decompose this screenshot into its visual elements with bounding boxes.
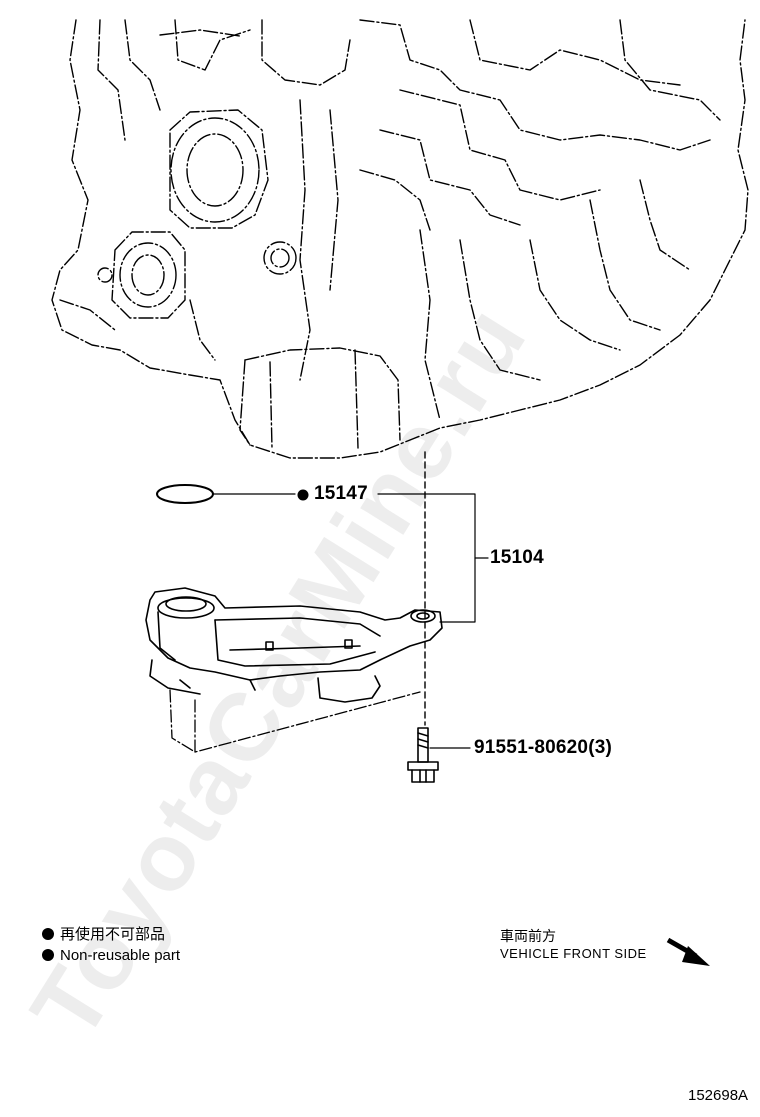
part-number-oring: 15147 bbox=[314, 483, 368, 504]
front-side-jp: 車両前方 bbox=[500, 928, 556, 944]
front-side-en: VEHICLE FRONT SIDE bbox=[500, 946, 647, 961]
legend-dot-icon bbox=[42, 928, 54, 940]
bolt bbox=[407, 727, 439, 783]
oil-strainer bbox=[145, 587, 443, 703]
part-number-strainer: 15104 bbox=[490, 547, 544, 568]
legend-en-text: Non-reusable part bbox=[60, 947, 181, 964]
illustration-code: 152698A bbox=[688, 1087, 749, 1104]
legend-jp-text: 再使用不可部品 bbox=[60, 926, 166, 943]
legend-dot-icon bbox=[42, 949, 54, 961]
part-number-bolt: 91551-80620(3) bbox=[474, 737, 613, 758]
non-reusable-dot bbox=[297, 489, 309, 501]
front-arrow-icon bbox=[666, 937, 710, 966]
engine-block bbox=[51, 19, 749, 459]
legend-jp: 再使用不可部品 bbox=[42, 927, 165, 942]
o-ring bbox=[156, 484, 214, 504]
strainer-phantom-box bbox=[169, 689, 421, 753]
legend-en: Non-reusable part bbox=[42, 948, 180, 963]
